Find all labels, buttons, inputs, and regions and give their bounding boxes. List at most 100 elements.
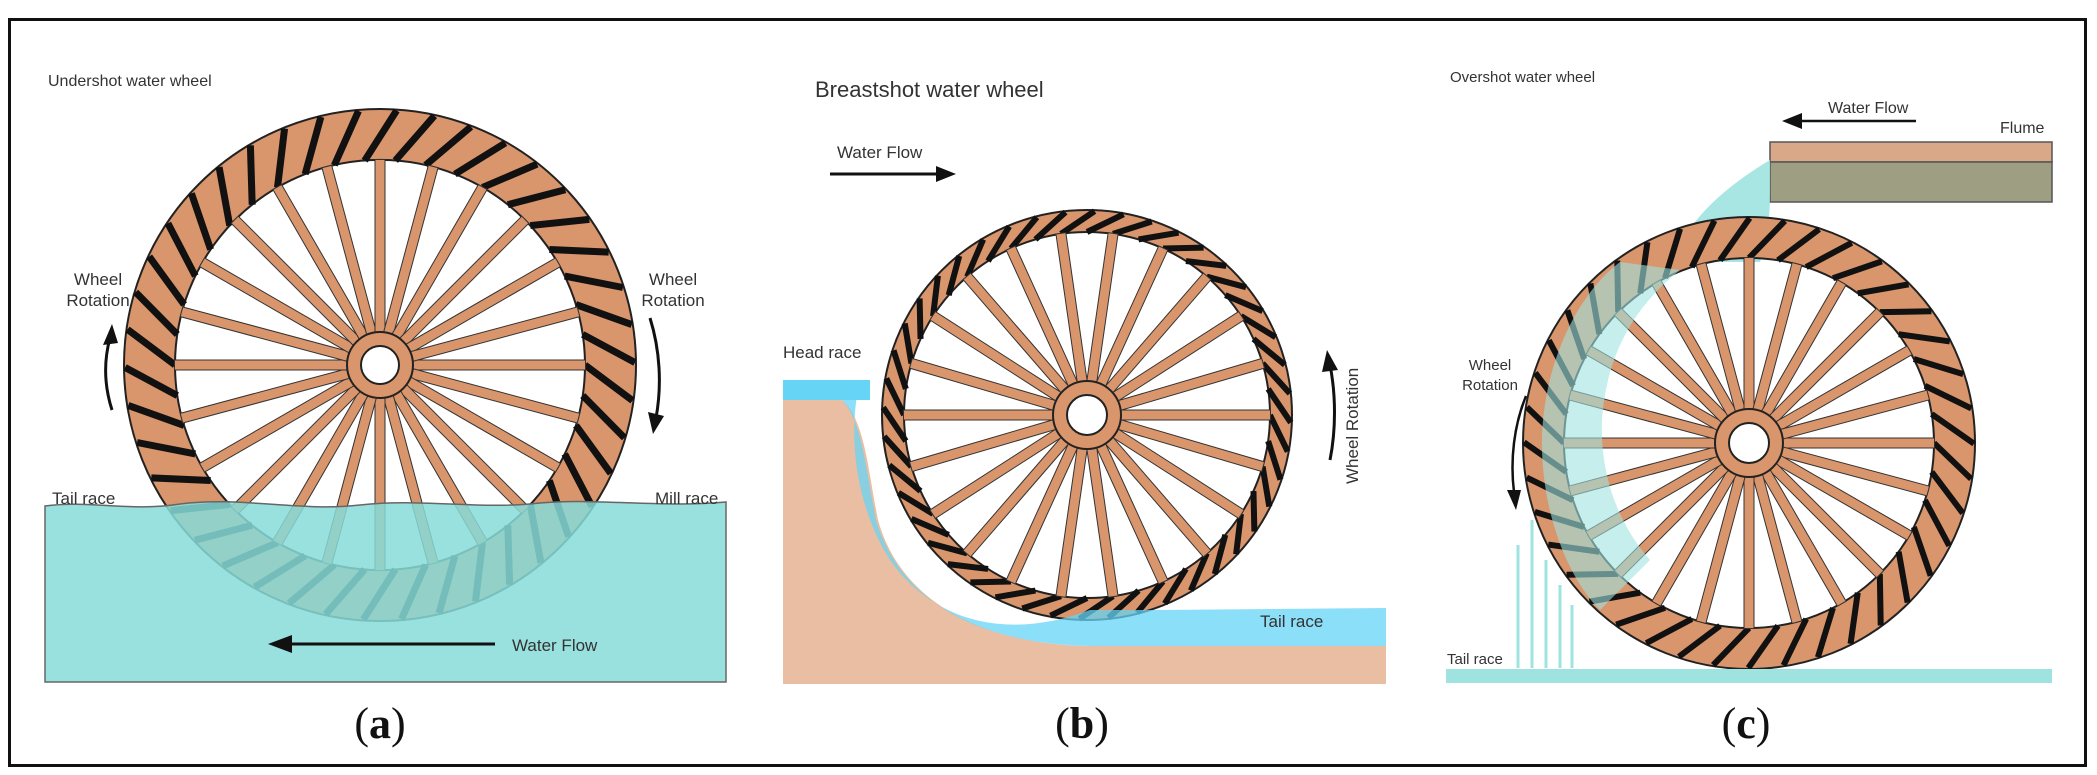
wheel-paddle [945, 255, 963, 296]
water-flow-arrow-left [268, 635, 495, 653]
wheel-paddle [1931, 440, 1974, 482]
wheel-spoke [930, 312, 1073, 408]
wheel-paddle [188, 192, 214, 251]
wheel-paddle [574, 301, 633, 328]
wheel-paddle [1832, 258, 1883, 282]
wheel-spoke [1759, 453, 1883, 577]
wheel-spoke [380, 165, 438, 348]
wheel-spoke [1096, 427, 1211, 557]
wheel-paddle [1910, 526, 1934, 577]
wheel-paddle [1930, 411, 1976, 447]
wheel-paddle [1033, 209, 1068, 242]
caption-b: (b) [1055, 699, 1109, 748]
wheel-spoke [910, 359, 1070, 414]
wheel-spoke [1759, 309, 1883, 433]
panel-undershot: Undershot water wheel Wheel Rotation Whe… [44, 73, 727, 683]
rotation-label-c-2: Rotation [1462, 377, 1518, 394]
wheel-spoke [1104, 359, 1264, 414]
rotation-arrow-c [1507, 395, 1528, 510]
wheel-rotation-label-b: Wheel Rotation [1343, 368, 1362, 484]
wheel-paddle [964, 238, 986, 278]
wheel-paddle [1265, 387, 1294, 425]
wheel-spoke [231, 375, 370, 514]
wheel-spoke [1764, 449, 1912, 540]
rotation-right-label-1: Wheel [649, 270, 697, 289]
wheel-paddle [1746, 218, 1788, 261]
wheel-paddle [133, 289, 180, 337]
wheel-spoke [1006, 246, 1083, 399]
wheel-spoke [1056, 434, 1089, 597]
wheel-paddle [1677, 623, 1722, 660]
wheel-spoke [1101, 422, 1244, 518]
wheel-paddle [1008, 215, 1040, 251]
wheel-paddle [246, 145, 256, 205]
wheel-paddle [506, 186, 567, 209]
wheel-paddle [1021, 593, 1062, 612]
wheel-paddle [1233, 513, 1244, 555]
wheel-paddle [582, 362, 635, 404]
wheel-paddle [1717, 216, 1753, 262]
wheel-spoke [385, 185, 487, 351]
wheel-paddle [880, 405, 909, 443]
wheel-spoke [1696, 263, 1749, 425]
wheel-paddle [392, 113, 437, 163]
wheel-spoke [1696, 461, 1749, 623]
wheel-spoke [963, 427, 1078, 557]
wheel-paddle [1188, 552, 1210, 592]
wheel-paddle [994, 587, 1036, 601]
wheel-paddle [125, 326, 178, 368]
wheel-paddle [301, 116, 325, 176]
wheel-spoke [322, 165, 380, 348]
wheel-paddle [1644, 616, 1694, 646]
wheel-paddle [564, 272, 624, 291]
wheel-paddle [1211, 534, 1229, 575]
wheel-spoke [200, 370, 366, 472]
wheel-spoke [1755, 280, 1846, 428]
rotation-right-label-2: Rotation [641, 291, 704, 310]
wheel-axle-hole [1728, 422, 1770, 464]
wheel-paddle [1162, 567, 1189, 606]
water-flow-arrow-b [830, 166, 956, 182]
wheel-paddle [910, 516, 950, 538]
panel-breastshot: Breastshot water wheel Water Flow Head r… [783, 77, 1386, 684]
wheel-paddle [1267, 413, 1291, 453]
wheel-paddle [1876, 573, 1884, 626]
wheel-paddle [1162, 244, 1204, 252]
wheel-paddle [887, 462, 923, 494]
wheel-paddle [947, 561, 989, 572]
breastshot-ground [783, 400, 1386, 684]
wheel-paddle [331, 109, 362, 167]
wheel-paddle [1847, 592, 1861, 645]
wheel-paddle [1923, 383, 1973, 412]
wheel-paddle [1134, 579, 1166, 615]
wheel-paddle [580, 393, 627, 441]
wheel-paddle [1259, 466, 1273, 508]
wheel-spoke [390, 216, 529, 355]
overshot-tail-race-water [1446, 669, 2052, 683]
wheel-paddle [581, 331, 637, 366]
wheel-paddle [127, 402, 186, 429]
wheel-spoke [1615, 309, 1739, 433]
wheel-paddle [481, 160, 539, 191]
wheel-paddle [146, 254, 187, 307]
panel-c-title: Overshot water wheel [1450, 69, 1595, 86]
wheel-spoke [1006, 431, 1083, 584]
breastshot-wheel [880, 208, 1294, 622]
breastshot-water [842, 380, 1386, 646]
wheel-paddle [1185, 258, 1227, 269]
caption-c: (c) [1721, 699, 1771, 748]
right-rotation-arrow [648, 317, 664, 434]
wheel-spoke [1652, 458, 1743, 606]
wheel-paddle [136, 439, 196, 458]
flume-body [1769, 161, 2053, 203]
wheel-spoke [930, 422, 1073, 518]
wheel-paddle [1059, 208, 1097, 237]
wheel-paddle [1085, 211, 1125, 235]
water-flow-label-b: Water Flow [837, 143, 923, 162]
wheel-spoke [231, 216, 370, 355]
panel-a-title: Undershot water wheel [48, 73, 212, 90]
wheel-paddle [123, 364, 179, 399]
wheel-paddle [883, 377, 907, 417]
wheel-spoke [910, 416, 1070, 471]
overshot-wheel [1521, 216, 1977, 670]
